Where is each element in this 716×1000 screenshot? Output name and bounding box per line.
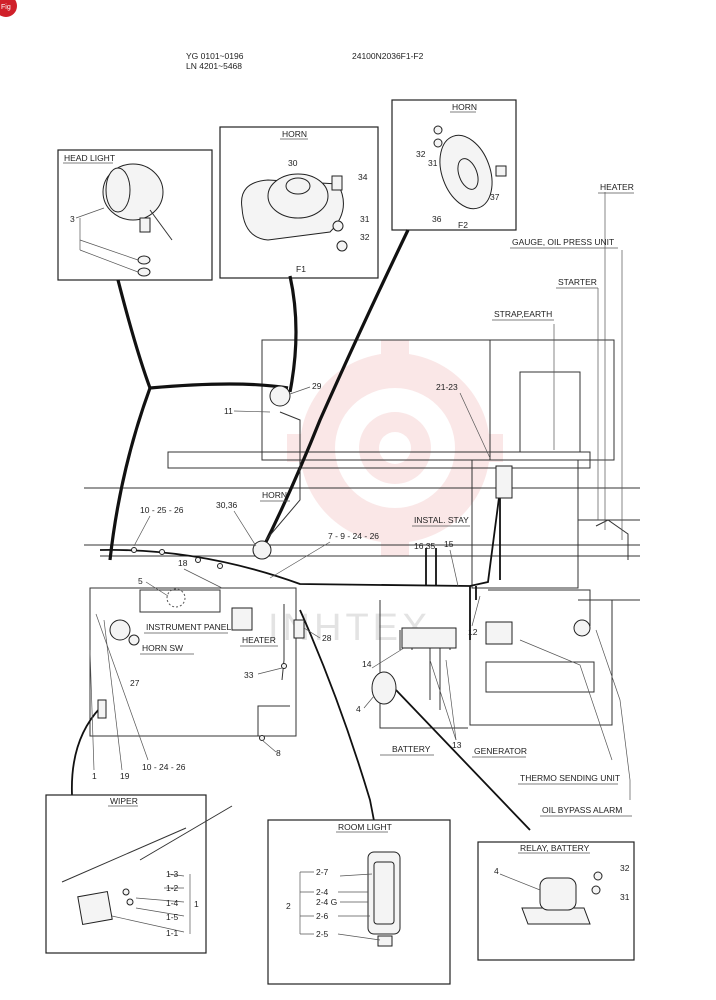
label-generator: GENERATOR xyxy=(474,746,527,756)
callout-4: 4 xyxy=(356,704,361,714)
wiper-callout-1-4: 1-4 xyxy=(166,898,179,908)
corner-badge: Fig xyxy=(0,0,17,17)
horn-f2-callout-32: 32 xyxy=(416,149,426,159)
head-light-callout-3: 3 xyxy=(70,214,75,224)
horn-f1-callout-34: 34 xyxy=(358,172,368,182)
callout-11: 11 xyxy=(224,406,233,416)
corner-badge-text: Fig xyxy=(1,4,11,11)
label-instal-stay: INSTAL. STAY xyxy=(414,515,469,525)
horn-f1-variant: F1 xyxy=(296,264,306,274)
inset-relay-battery: RELAY, BATTERY 4 32 31 xyxy=(477,841,635,961)
callout-7-9-24-26: 7 - 9 - 24 - 26 xyxy=(328,531,379,541)
horn-f1-title: HORN xyxy=(282,129,307,139)
frame-components xyxy=(97,385,591,741)
room-light-callout-2-6: 2-6 xyxy=(316,911,329,921)
label-strap-earth: STRAP,EARTH xyxy=(494,309,552,319)
serial-line-2: LN 4201~5468 xyxy=(186,61,242,71)
room-light-group-2: 2 xyxy=(286,901,291,911)
horn-f2-callout-31: 31 xyxy=(428,158,438,168)
label-starter: STARTER xyxy=(558,277,597,287)
callout-30-36: 30,36 xyxy=(216,500,238,510)
callout-28: 28 xyxy=(322,633,332,643)
wiper-group-1: 1 xyxy=(194,899,199,909)
callout-12: 12 xyxy=(468,627,478,637)
relay-battery-callout-4: 4 xyxy=(494,866,499,876)
label-instrument-panel: INSTRUMENT PANEL xyxy=(146,622,231,632)
callout-33: 33 xyxy=(244,670,254,680)
callout-8: 8 xyxy=(276,748,281,758)
room-light-title: ROOM LIGHT xyxy=(338,822,392,832)
inset-horn-f1: HORN 30 34 31 32 F1 xyxy=(219,126,379,279)
relay-battery-callout-31: 31 xyxy=(620,892,630,902)
serial-line-1: YG 0101~0196 xyxy=(186,51,244,61)
callout-21-23: 21-23 xyxy=(436,382,458,392)
label-horn-mid: HORN xyxy=(262,490,287,500)
horn-f1-callout-30: 30 xyxy=(288,158,298,168)
label-heater-mid: HEATER xyxy=(242,635,276,645)
wiper-callout-1-5: 1-5 xyxy=(166,912,179,922)
callout-10-25-26: 10 - 25 - 26 xyxy=(140,505,184,515)
label-battery: BATTERY xyxy=(392,744,431,754)
watermark-logo xyxy=(287,340,503,556)
horn-f2-callout-37: 37 xyxy=(490,192,500,202)
wiper-title: WIPER xyxy=(110,796,138,806)
callout-16-35: 16 35 xyxy=(414,541,436,551)
callout-27: 27 xyxy=(130,678,140,688)
horn-f1-callout-31: 31 xyxy=(360,214,370,224)
callout-1: 1 xyxy=(92,771,97,781)
wiper-callout-1-1: 1-1 xyxy=(166,928,179,938)
room-light-callout-2-5: 2-5 xyxy=(316,929,329,939)
relay-battery-title: RELAY, BATTERY xyxy=(520,843,590,853)
callout-19: 19 xyxy=(120,771,130,781)
inset-horn-f2: HORN 32 31 36 37 F2 xyxy=(391,99,517,231)
horn-f2-variant: F2 xyxy=(458,220,468,230)
relay-battery-callout-32: 32 xyxy=(620,863,630,873)
callout-14: 14 xyxy=(362,659,372,669)
wiper-callout-1-3: 1-3 xyxy=(166,869,179,879)
main-harness xyxy=(71,229,531,891)
room-light-callout-2-4: 2-4 xyxy=(316,887,329,897)
horn-f1-callout-32: 32 xyxy=(360,232,370,242)
label-horn-sw: HORN SW xyxy=(142,643,183,653)
room-light-callout-2-4g: 2-4 G xyxy=(316,897,337,907)
callout-29: 29 xyxy=(312,381,322,391)
inset-room-light: ROOM LIGHT 2-7 2-4 2-4 G 2-6 2-5 2 xyxy=(267,819,451,985)
label-thermo-sending: THERMO SENDING UNIT xyxy=(520,773,620,783)
callout-18: 18 xyxy=(178,558,188,568)
horn-f2-callout-36: 36 xyxy=(432,214,442,224)
drawing-number: 24100N2036F1-F2 xyxy=(352,51,424,61)
wiper-callout-1-2: 1-2 xyxy=(166,883,179,893)
label-gauge-oil-press: GAUGE, OIL PRESS UNIT xyxy=(512,237,614,247)
horn-f2-title: HORN xyxy=(452,102,477,112)
callout-5: 5 xyxy=(138,576,143,586)
callout-13: 13 xyxy=(452,740,462,750)
callout-10-24-26: 10 - 24 - 26 xyxy=(142,762,186,772)
callout-15: 15 xyxy=(444,539,454,549)
label-oil-bypass: OIL BYPASS ALARM xyxy=(542,805,622,815)
inset-head-light: HEAD LIGHT 3 xyxy=(57,149,213,281)
head-light-title: HEAD LIGHT xyxy=(64,153,115,163)
inset-wiper: WIPER 1-3 1-2 1-4 1-5 1-1 1 xyxy=(45,794,233,954)
room-light-callout-2-7: 2-7 xyxy=(316,867,329,877)
label-heater-top: HEATER xyxy=(600,182,634,192)
